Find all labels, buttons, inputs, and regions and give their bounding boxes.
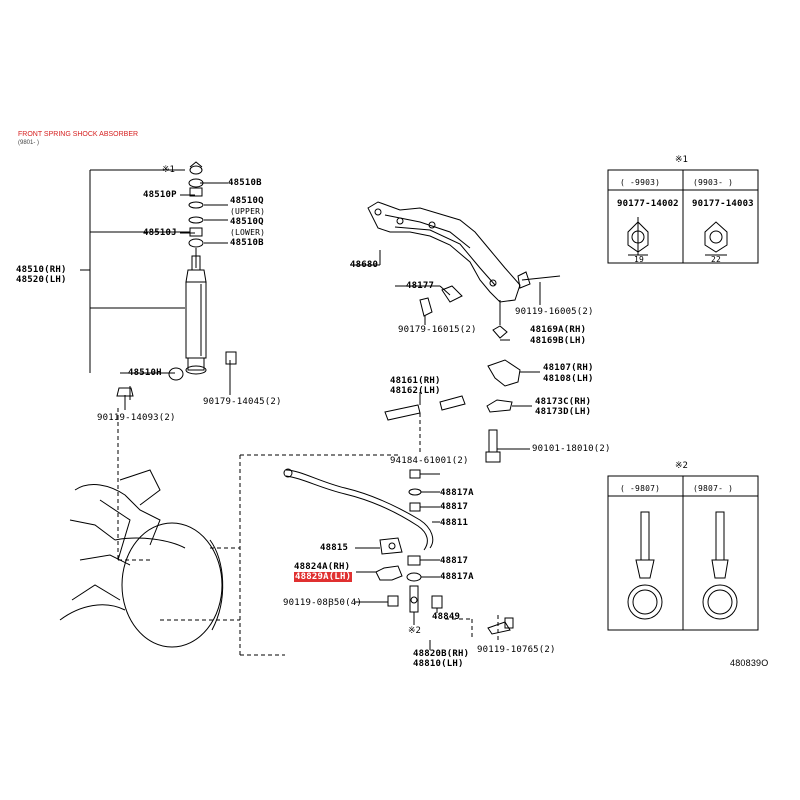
dashed-leaders <box>117 408 499 656</box>
part-48520-lh[interactable]: 48520(LH) <box>16 275 67 285</box>
part-48817A-upper[interactable]: 48817A <box>440 488 474 498</box>
part-48510J[interactable]: 48510J <box>143 228 177 238</box>
part-90179-16015[interactable]: 90179-16015(2) <box>398 325 477 335</box>
inset-1-col-a-header: ( -9903) <box>620 178 661 187</box>
part-90119-08850[interactable]: 90119-08Ꞵ50(4) <box>283 598 362 608</box>
part-90179-14045[interactable]: 90179-14045(2) <box>203 397 282 407</box>
inset-1-col-b-part[interactable]: 90177-14003 <box>692 199 754 209</box>
part-48820B-rh[interactable]: 48820B(RH) <box>413 649 470 659</box>
part-48829A-lh-text: 48829A(LH) <box>294 572 353 582</box>
part-90101-18010[interactable]: 90101-18010(2) <box>532 444 611 454</box>
inset-2-box <box>607 475 759 631</box>
part-48161-rh[interactable]: 48161(RH) <box>390 376 441 386</box>
inset-2-col-a-header: ( -9807) <box>620 484 661 493</box>
inset-1-col-a-part[interactable]: 90177-14002 <box>617 199 679 209</box>
part-94184-61001[interactable]: 94184-61001(2) <box>390 456 469 466</box>
shock-bracket-lines <box>80 169 231 410</box>
part-48680[interactable]: 48680 <box>350 260 379 270</box>
diagram-subtitle: (9801- ) <box>18 140 40 146</box>
mark-1: ※1 <box>162 165 175 175</box>
part-48829A-lh[interactable]: 48829A(LH) <box>294 572 353 582</box>
part-90119-14093[interactable]: 90119-14093(2) <box>97 413 176 423</box>
part-48817A-lower[interactable]: 48817A <box>440 572 474 582</box>
part-48810-lh[interactable]: 48810(LH) <box>413 659 464 669</box>
inset-1-box <box>607 169 759 264</box>
part-48162-lh[interactable]: 48162(LH) <box>390 386 441 396</box>
part-48173D-lh[interactable]: 48173D(LH) <box>535 407 592 417</box>
part-48510Q-lower[interactable]: 48510Q <box>230 217 264 227</box>
part-48817-lower[interactable]: 48817 <box>440 556 469 566</box>
part-48510P[interactable]: 48510P <box>143 190 177 200</box>
part-48108-lh[interactable]: 48108(LH) <box>543 374 594 384</box>
part-48510B-bottom[interactable]: 48510B <box>230 238 264 248</box>
stabilizer-bar-drawing <box>283 468 514 650</box>
suspension-assembly-drawing <box>59 469 224 648</box>
part-90119-16005[interactable]: 90119-16005(2) <box>515 307 594 317</box>
part-48169B-lh[interactable]: 48169B(LH) <box>530 336 587 346</box>
inset-2-col-b-header: (9807- ) <box>693 484 734 493</box>
label-upper: (UPPER) <box>230 207 266 216</box>
part-48849[interactable]: 48849 <box>432 612 461 622</box>
inset-2-mark: ※2 <box>675 461 688 471</box>
part-48107-rh[interactable]: 48107(RH) <box>543 363 594 373</box>
figure-number: 480839O <box>730 658 769 668</box>
part-48510-rh[interactable]: 48510(RH) <box>16 265 67 275</box>
part-48169A-rh[interactable]: 48169A(RH) <box>530 325 587 335</box>
part-48817-upper[interactable]: 48817 <box>440 502 469 512</box>
part-48510Q-upper[interactable]: 48510Q <box>230 196 264 206</box>
inset-1-col-a-size: 19 <box>634 255 645 264</box>
part-48811[interactable]: 48811 <box>440 518 469 528</box>
label-lower: (LOWER) <box>230 228 266 237</box>
inset-1-mark: ※1 <box>675 155 688 165</box>
part-90119-10765[interactable]: 90119-10765(2) <box>477 645 556 655</box>
mark-2: ※2 <box>408 626 421 636</box>
part-48173C-rh[interactable]: 48173C(RH) <box>535 397 592 407</box>
part-48824A-rh[interactable]: 48824A(RH) <box>294 562 351 572</box>
part-48177[interactable]: 48177 <box>406 281 435 291</box>
inset-1-col-b-size: 22 <box>711 255 722 264</box>
shock-absorber-drawing <box>116 161 237 406</box>
crossmember-drawing <box>350 201 561 463</box>
part-48510H[interactable]: 48510H <box>128 368 162 378</box>
part-48815[interactable]: 48815 <box>320 543 349 553</box>
diagram-title: FRONT SPRING SHOCK ABSORBER <box>18 131 139 138</box>
inset-1-col-b-header: (9903- ) <box>693 178 734 187</box>
part-48510B-top[interactable]: 48510B <box>228 178 262 188</box>
